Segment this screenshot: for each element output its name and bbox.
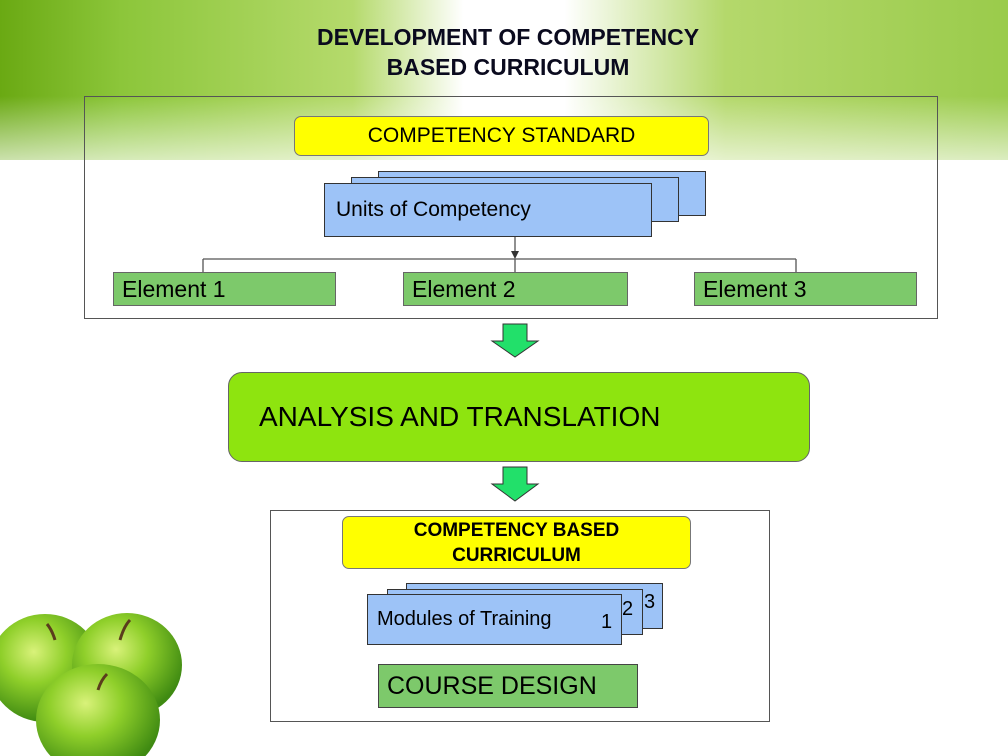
competency-standard-box: COMPETENCY STANDARD (294, 116, 709, 156)
element-3-label: Element 3 (703, 275, 807, 302)
curriculum-label-line-2: CURRICULUM (452, 544, 581, 566)
course-design-label: COURSE DESIGN (387, 671, 597, 700)
modules-of-training-label: Modules of Training (377, 608, 552, 630)
units-of-competency-label: Units of Competency (336, 198, 531, 221)
curriculum-frame (270, 510, 770, 722)
units-of-competency-doc: Units of Competency (324, 183, 652, 237)
module-number-3: 3 (644, 591, 656, 613)
down-arrow-icon (490, 466, 540, 502)
down-arrow-icon (490, 323, 540, 358)
course-design-box: COURSE DESIGN (378, 664, 638, 708)
element-1-label: Element 1 (122, 275, 226, 302)
modules-of-training-doc: Modules of Training (367, 594, 622, 645)
analysis-and-translation-box: ANALYSIS AND TRANSLATION (228, 372, 810, 462)
element-3-box: Element 3 (694, 272, 917, 306)
competency-standard-label: COMPETENCY STANDARD (367, 124, 636, 147)
element-2-label: Element 2 (412, 275, 516, 302)
analysis-label: ANALYSIS AND TRANSLATION (259, 401, 661, 432)
module-number-1: 1 (601, 611, 613, 633)
title-line-1: DEVELOPMENT OF COMPETENCY (316, 24, 700, 50)
connector-arrowhead (511, 251, 519, 259)
module-number-2: 2 (622, 598, 634, 620)
competency-standard-frame (84, 96, 938, 319)
title-line-2: BASED CURRICULUM (386, 54, 630, 80)
curriculum-label-line-1: COMPETENCY BASED (413, 519, 620, 541)
element-1-box: Element 1 (113, 272, 336, 306)
page-title: DEVELOPMENT OF COMPETENCY BASED CURRICUL… (200, 22, 816, 82)
apples-decoration (0, 613, 182, 756)
element-connectors (202, 237, 797, 272)
element-2-box: Element 2 (403, 272, 628, 306)
competency-based-curriculum-box: COMPETENCY BASED CURRICULUM (342, 516, 691, 569)
